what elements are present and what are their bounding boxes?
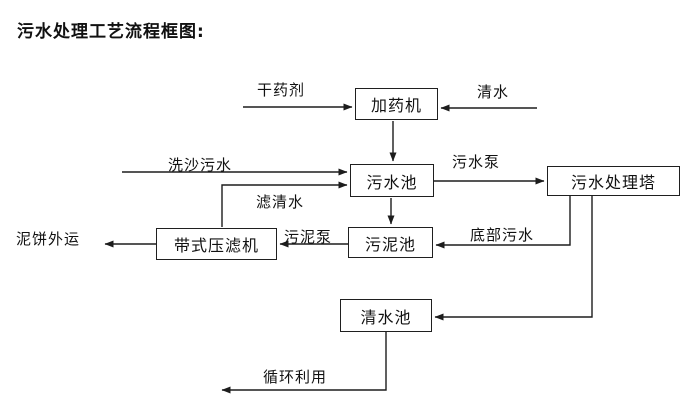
node-clean-water-pool: 清水池	[340, 299, 432, 332]
label-filtered-water: 滤清水	[256, 193, 305, 211]
label-clean-water: 清水	[477, 83, 510, 101]
label-dry-agent: 干药剂	[257, 81, 306, 99]
label-sewage-pump: 污水泵	[452, 153, 501, 171]
label-sludge-pump: 污泥泵	[284, 228, 333, 246]
label-bottom-sewage: 底部污水	[470, 226, 535, 244]
node-belt-filter-press: 带式压滤机	[156, 228, 277, 260]
label-recycle: 循环利用	[263, 368, 328, 386]
page-title: 污水处理工艺流程框图:	[17, 22, 205, 42]
arrow-tower-to-clean-pool	[434, 196, 593, 321]
arrow-belt-press-to-sewage-pool	[221, 181, 348, 227]
node-sludge-pool: 污泥池	[348, 227, 433, 258]
arrow-tower-to-sludge-pool	[435, 196, 571, 249]
node-sewage-pool: 污水池	[350, 164, 434, 197]
arrow-clean-pool-to-recycle	[221, 332, 387, 394]
node-treatment-tower: 污水处理塔	[547, 166, 680, 196]
label-mud-cake-out: 泥饼外运	[16, 230, 81, 248]
node-dosing-machine: 加药机	[355, 88, 438, 120]
label-sand-washing-sewage: 洗沙污水	[168, 156, 233, 174]
